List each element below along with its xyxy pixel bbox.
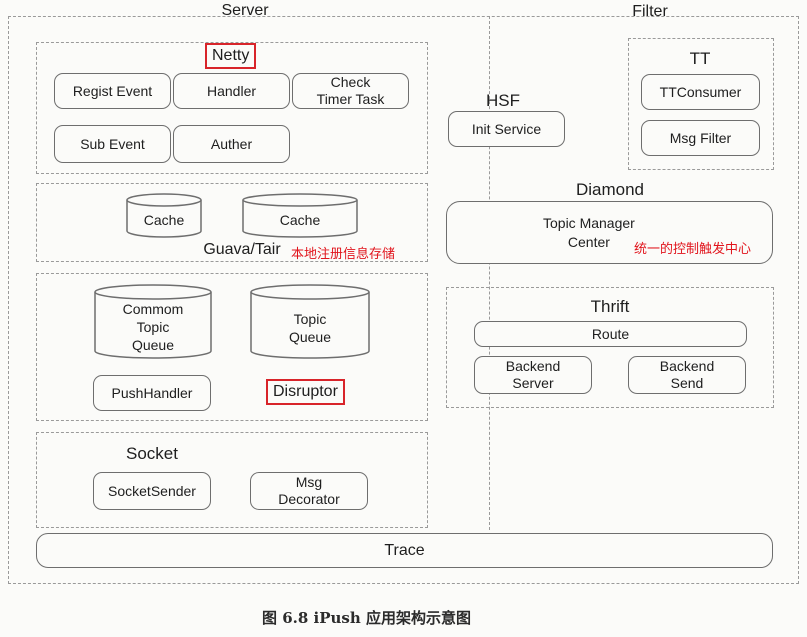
- cache-label-1: Cache: [143, 212, 185, 228]
- tt-section: [628, 38, 774, 170]
- cache-cylinder-2: [242, 193, 358, 238]
- diamond-title: Diamond: [575, 180, 645, 199]
- thrift-section: [446, 287, 774, 408]
- socket-section: [36, 432, 428, 528]
- topic-manager-center-label: Topic Manager Center: [543, 214, 635, 250]
- netty-label: Netty: [205, 43, 257, 69]
- msg-filter-box: Msg Filter: [641, 120, 760, 156]
- thrift-title: Thrift: [590, 297, 630, 316]
- check-timer-task-box: Check Timer Task: [292, 73, 409, 109]
- hsf-title: HSF: [486, 91, 520, 110]
- figure-caption: 图 6.8 iPush 应用架构示意图: [262, 609, 471, 627]
- push-handler-box: PushHandler: [93, 375, 211, 411]
- netty-section: [36, 42, 428, 174]
- init-service-box: Init Service: [448, 111, 565, 147]
- tt-title: TT: [689, 49, 711, 68]
- common-topic-queue-cylinder: [94, 284, 212, 359]
- cache-section: [36, 183, 428, 262]
- topic-manager-center-box: Topic Manager Center: [446, 201, 773, 264]
- server-filter-divider: [489, 16, 490, 530]
- disruptor-label: Disruptor: [266, 379, 345, 405]
- regist-event-box: Regist Event: [54, 73, 171, 109]
- backend-send-box: Backend Send: [628, 356, 746, 394]
- handler-box: Handler: [173, 73, 290, 109]
- msg-decorator-box: Msg Decorator: [250, 472, 368, 510]
- outer-frame: [8, 16, 799, 584]
- socket-title: Socket: [126, 444, 178, 463]
- filter-title: Filter: [632, 3, 668, 20]
- route-box: Route: [474, 321, 747, 347]
- local-registry-annotation: 本地注册信息存储: [291, 247, 396, 262]
- topic-queue-cylinder: [250, 284, 370, 359]
- cache-label-2: Cache: [279, 212, 321, 228]
- server-title: Server: [221, 2, 269, 19]
- guava-tair-label: Guava/Tair: [203, 241, 281, 258]
- disruptor-section: [36, 273, 428, 421]
- sub-event-box: Sub Event: [54, 125, 171, 163]
- tt-consumer-box: TTConsumer: [641, 74, 760, 110]
- cache-cylinder-1: [126, 193, 202, 238]
- backend-server-box: Backend Server: [474, 356, 592, 394]
- socket-sender-box: SocketSender: [93, 472, 211, 510]
- auther-box: Auther: [173, 125, 290, 163]
- topic-queue-label: Topic Queue: [288, 311, 332, 345]
- common-topic-queue-label: Commom Topic Queue: [122, 301, 184, 353]
- control-center-annotation: 统一的控制触发中心: [634, 242, 752, 257]
- trace-bar: Trace: [36, 533, 773, 568]
